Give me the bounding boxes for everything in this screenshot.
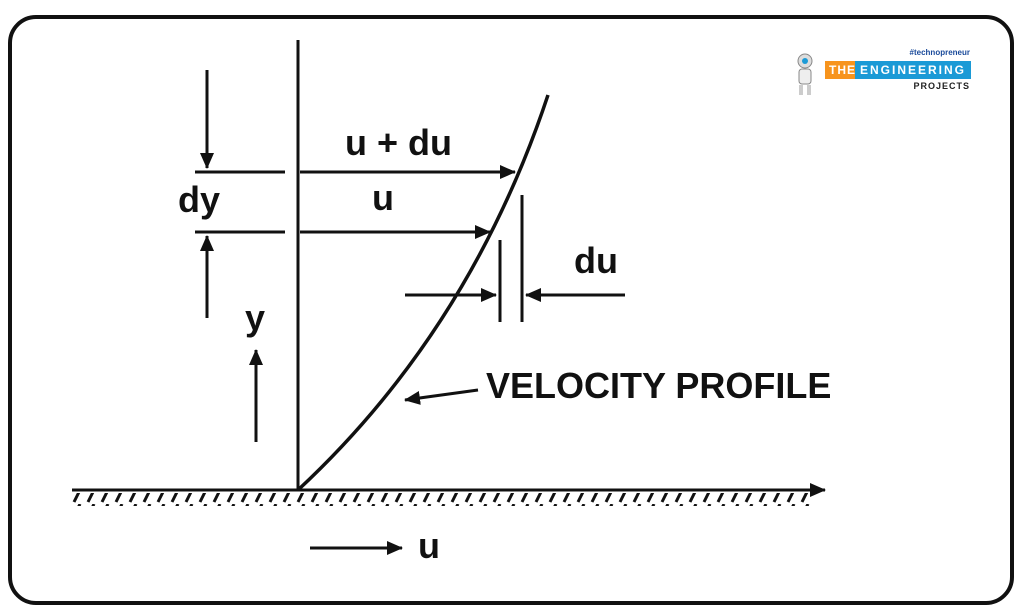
y-label: y <box>245 297 265 338</box>
u-bottom-label: u <box>418 525 440 566</box>
u-label: u <box>372 177 394 218</box>
velocity-profile-label: VELOCITY PROFILE <box>486 365 831 406</box>
u-plus-du-label: u + du <box>345 122 452 163</box>
logo-the: THE <box>825 61 860 79</box>
engineering-projects-logo: #technopreneur THE ENGINEERING PROJECTS <box>790 48 975 100</box>
logo-tagline: #technopreneur <box>909 48 970 57</box>
logo-engineering: ENGINEERING <box>855 61 972 79</box>
wall-hatching <box>72 493 812 506</box>
logo-projects: PROJECTS <box>913 81 970 91</box>
frame-border <box>8 15 1014 605</box>
profile-pointer-arrow <box>404 388 479 405</box>
du-label: du <box>574 240 618 281</box>
dy-label: dy <box>178 179 220 220</box>
robot-logo-icon <box>797 53 813 95</box>
velocity-profile-curve <box>296 94 550 492</box>
